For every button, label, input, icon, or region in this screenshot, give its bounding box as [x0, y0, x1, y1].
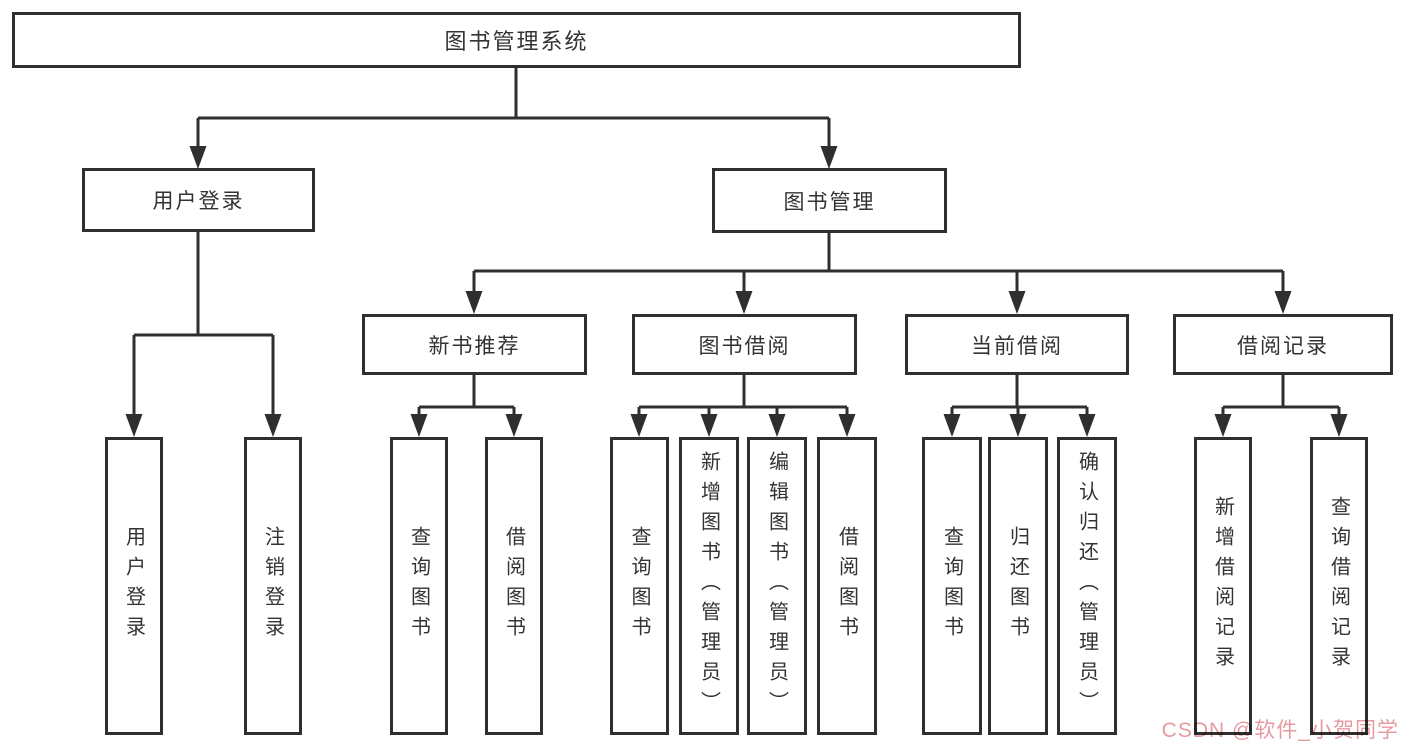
node-borrow-records: 借阅记录	[1173, 314, 1393, 375]
node-query-book-under-current-label: 查询图书	[940, 526, 963, 646]
node-book-borrow-label: 图书借阅	[698, 334, 791, 358]
node-add-book-admin: 新增图书（管理员）	[679, 437, 739, 735]
node-user-login-leaf: 用户登录	[105, 437, 163, 735]
csdn-watermark: CSDN @软件_小贺同学	[1161, 719, 1399, 742]
node-root: 图书管理系统	[12, 12, 1021, 68]
node-borrow-book-under-recommend-label: 借阅图书	[502, 526, 525, 646]
node-query-book-under-recommend-label: 查询图书	[407, 526, 430, 646]
node-user-login: 用户登录	[82, 168, 315, 232]
node-add-borrow-record-leaf: 新增借阅记录	[1194, 437, 1252, 735]
node-edit-book-admin: 编辑图书（管理员）	[747, 437, 807, 735]
node-query-book-under-current: 查询图书	[922, 437, 982, 735]
node-confirm-return-admin-label: 确认归还（管理员）	[1075, 451, 1098, 721]
node-user-login-leaf-label: 用户登录	[122, 526, 145, 646]
node-root-label: 图书管理系统	[444, 29, 589, 54]
node-book-borrow: 图书借阅	[632, 314, 857, 375]
node-logout-leaf: 注销登录	[244, 437, 302, 735]
node-book-mgmt: 图书管理	[712, 168, 947, 233]
node-add-borrow-record-leaf-label: 新增借阅记录	[1211, 496, 1234, 676]
node-borrow-book-leaf-label: 借阅图书	[835, 526, 858, 646]
node-book-mgmt-label: 图书管理	[783, 190, 876, 214]
node-current-borrow-label: 当前借阅	[971, 334, 1063, 358]
node-query-book-under-borrow: 查询图书	[610, 437, 669, 735]
node-add-book-admin-label: 新增图书（管理员）	[697, 451, 720, 721]
node-user-login-label: 用户登录	[152, 190, 245, 213]
node-new-book-recommend: 新书推荐	[362, 314, 587, 375]
node-query-book-under-borrow-label: 查询图书	[628, 526, 650, 646]
node-return-book-leaf-label: 归还图书	[1006, 526, 1029, 646]
node-edit-book-admin-label: 编辑图书（管理员）	[765, 451, 788, 721]
node-borrow-records-label: 借阅记录	[1237, 334, 1329, 358]
node-borrow-book-leaf: 借阅图书	[817, 437, 877, 735]
node-confirm-return-admin: 确认归还（管理员）	[1057, 437, 1117, 735]
node-logout-leaf-label: 注销登录	[261, 526, 284, 646]
node-new-book-recommend-label: 新书推荐	[428, 334, 521, 358]
node-borrow-book-under-recommend: 借阅图书	[485, 437, 543, 735]
node-current-borrow: 当前借阅	[905, 314, 1129, 375]
node-query-book-under-recommend: 查询图书	[390, 437, 448, 735]
node-query-borrow-record-leaf: 查询借阅记录	[1310, 437, 1368, 735]
node-query-borrow-record-leaf-label: 查询借阅记录	[1327, 496, 1350, 676]
node-return-book-leaf: 归还图书	[988, 437, 1048, 735]
